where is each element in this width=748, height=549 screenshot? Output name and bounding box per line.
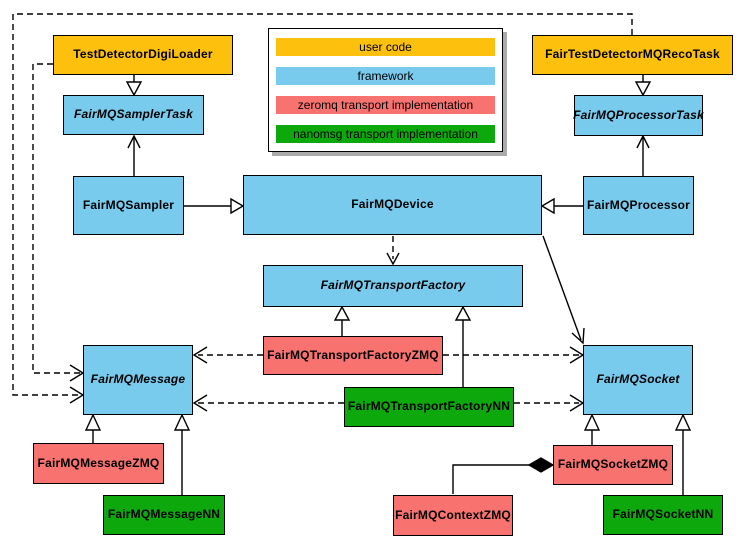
edge-socketnn-socket: [674, 413, 692, 495]
edge-factorynn-message: [192, 394, 344, 412]
node-fairmqtransportfactoryzmq: FairMQTransportFactoryZMQ: [263, 336, 443, 375]
edge-factorynn-socket: [514, 394, 585, 412]
edge-messagenn-message: [173, 413, 191, 495]
edge-processor-processortask: [636, 134, 650, 176]
edge-messagezmq-message: [84, 413, 102, 443]
node-fairmqsocketnn: FairMQSocketNN: [603, 495, 723, 535]
edge-factoryzmq-message: [192, 346, 263, 364]
node-fairmqmessage: FairMQMessage: [83, 345, 193, 415]
edge-device-socket: [542, 235, 585, 345]
node-fairmqmessagenn: FairMQMessageNN: [103, 495, 225, 535]
edge-sampler-samplertask: [127, 134, 141, 176]
legend-item-nanomsg: nanomsg transport implementation: [276, 125, 495, 143]
edge-factoryzmq-socket: [443, 346, 585, 364]
edge-tdl-samplertask: [125, 75, 143, 97]
edge-factoryzmq-factory: [333, 305, 351, 336]
edge-factorynn-factory: [454, 305, 472, 387]
node-fairmqtransportfactory: FairMQTransportFactory: [263, 265, 523, 307]
legend-item-user-code: user code: [276, 38, 495, 56]
edge-processor-device: [540, 197, 583, 215]
node-fairmqprocessortask: FairMQProcessorTask: [573, 95, 704, 136]
node-testdetectordigiloader: TestDetectorDigiLoader: [53, 35, 233, 75]
node-fairmqsocketzmq: FairMQSocketZMQ: [553, 445, 673, 485]
legend-box: user code framework zeromq transport imp…: [268, 28, 503, 152]
node-fairmqsocket: FairMQSocket: [583, 345, 693, 415]
edge-recotask-processortask: [634, 75, 652, 97]
edge-sampler-device: [184, 197, 245, 215]
node-fairmqprocessor: FairMQProcessor: [583, 176, 694, 235]
node-fairmqcontextzmq: FairMQContextZMQ: [393, 495, 513, 536]
node-fairmqtransportfactorynn: FairMQTransportFactoryNN: [344, 387, 514, 427]
node-fairmqmessagezmq: FairMQMessageZMQ: [33, 443, 164, 484]
legend-item-framework: framework: [276, 67, 495, 85]
node-fairtestdetectormqrecotask: FairTestDetectorMQRecoTask: [532, 35, 733, 75]
edge-device-factory: [386, 236, 400, 266]
legend-item-zeromq: zeromq transport implementation: [276, 96, 495, 114]
node-fairmqsamplertask: FairMQSamplerTask: [63, 95, 204, 135]
node-fairmqsampler: FairMQSampler: [73, 176, 184, 235]
edge-socketzmq-socket: [583, 413, 601, 445]
edge-socketzmq-contextzmq: [452, 457, 555, 494]
node-fairmqdevice: FairMQDevice: [243, 175, 542, 235]
